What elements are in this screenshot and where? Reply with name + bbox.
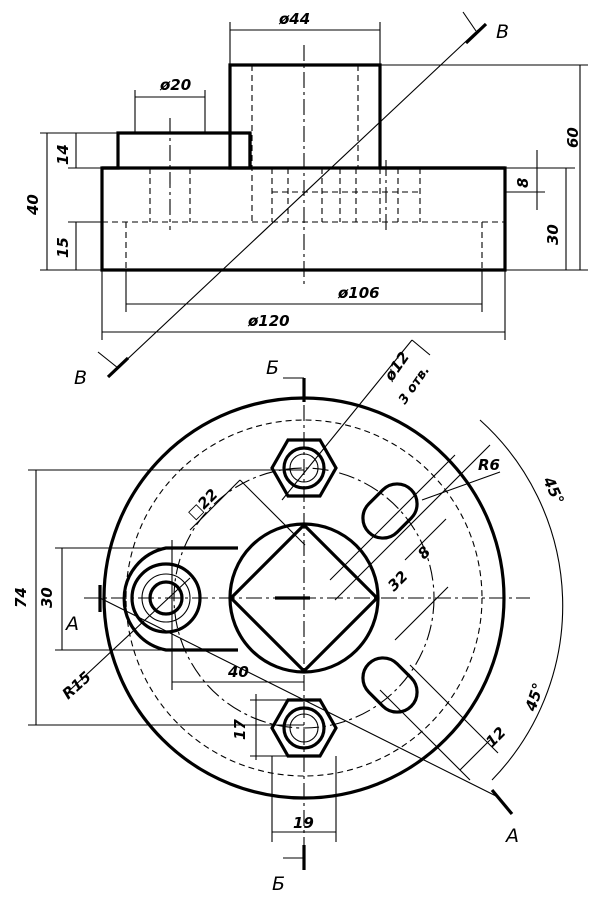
slot-upper	[361, 482, 419, 540]
front-view	[40, 11, 588, 379]
dim-h60: 60	[564, 127, 582, 148]
label-b-bottom: Б	[272, 873, 285, 895]
dim-v30: 30	[38, 587, 56, 608]
dim-r6: R6	[478, 456, 500, 474]
dim-r15: R15	[59, 668, 95, 703]
dim-d44: ø44	[278, 10, 310, 28]
lug-hole-outer	[130, 562, 202, 634]
slot-lower	[361, 656, 419, 714]
lug-outline	[122, 546, 238, 652]
dim-d120: ø120	[247, 312, 290, 330]
dim-h30: 30	[544, 224, 562, 245]
label-b-top: Б	[266, 357, 279, 379]
label-v-top: В	[496, 21, 509, 43]
label-a-left: А	[64, 613, 79, 635]
dim-n17: 17	[231, 719, 249, 740]
dim-h40: 40	[24, 194, 42, 216]
dim-d106: ø106	[337, 284, 380, 302]
dim-h40-plan: 40	[227, 663, 249, 681]
label-a-right: А	[504, 825, 519, 847]
dim-s32: 32	[384, 567, 411, 594]
hex-nut-bottom	[270, 698, 338, 758]
label-v-bottom: В	[74, 367, 87, 389]
dim-a45-top: 45°	[539, 473, 568, 507]
plan-dimensions	[28, 339, 564, 842]
dim-s8: 8	[414, 543, 434, 563]
dim-h15: 15	[54, 237, 72, 258]
dim-h14: 14	[54, 144, 72, 165]
section-labels: В В Б Б А А	[64, 21, 519, 895]
section-line-a	[99, 597, 501, 799]
section-line-v	[117, 29, 479, 369]
hex-nut-top	[270, 438, 338, 498]
dim-h8: 8	[514, 178, 532, 188]
lug-hole-inner	[148, 580, 184, 616]
dim-d20: ø20	[159, 76, 191, 94]
dim-n12: 12	[482, 723, 509, 750]
plan-view	[28, 339, 564, 870]
front-dimensions	[40, 22, 588, 340]
lug-hole-mid	[141, 573, 191, 623]
dim-a45-bottom: 45°	[521, 681, 547, 714]
dim-v74: 74	[12, 587, 30, 608]
dim-n19: 19	[293, 814, 314, 832]
